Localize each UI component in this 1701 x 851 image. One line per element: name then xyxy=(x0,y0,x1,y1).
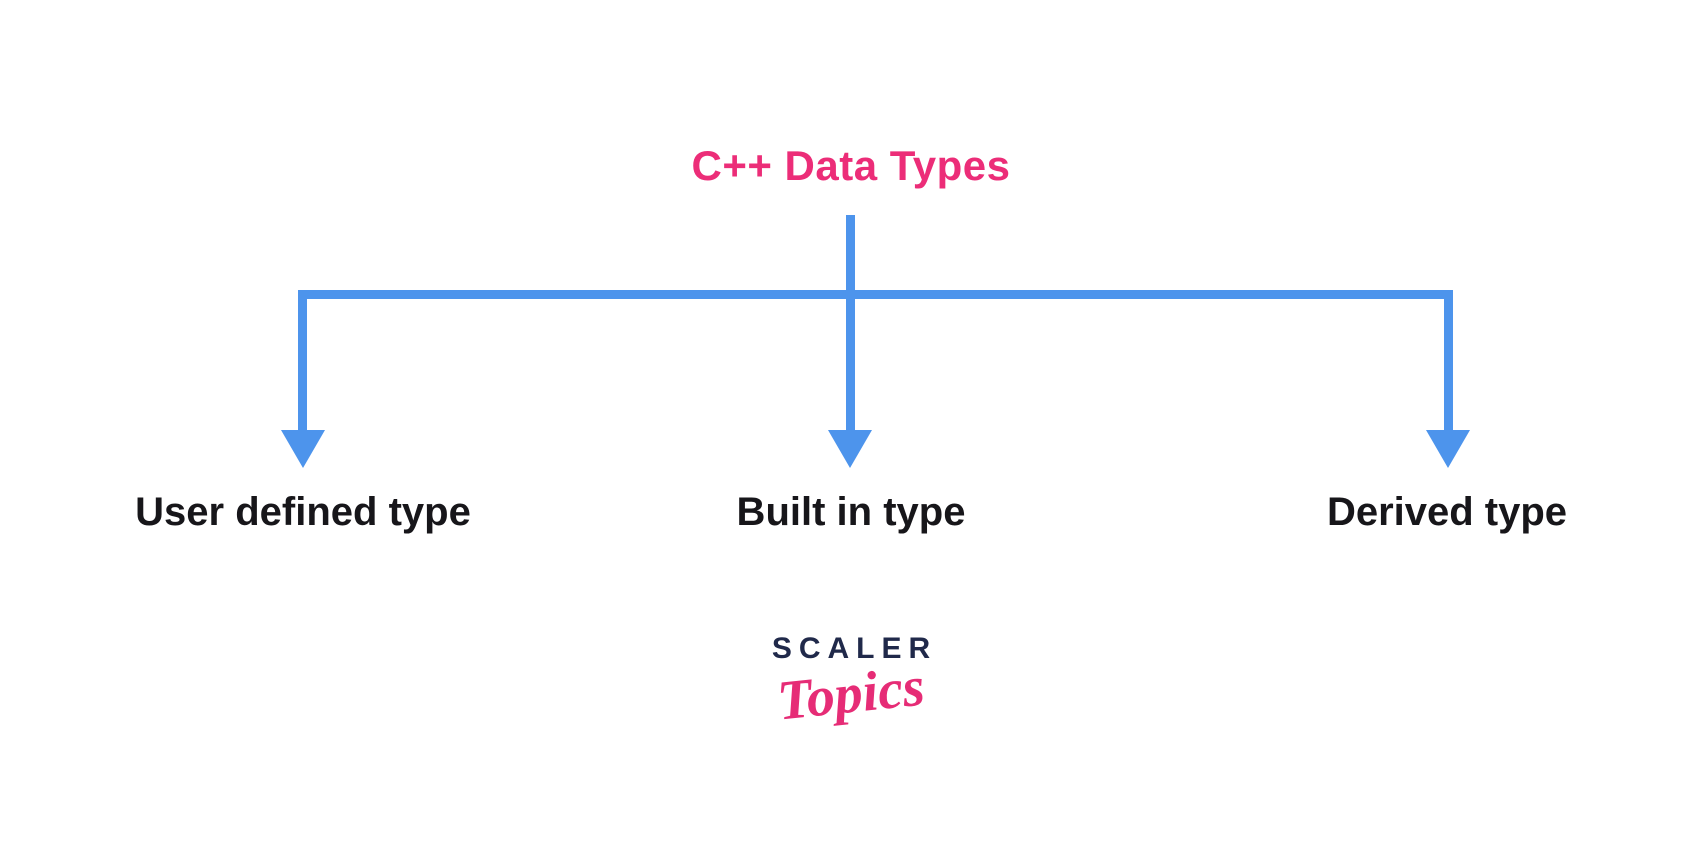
scaler-topics-logo: SCALER Topics xyxy=(741,632,961,733)
logo-wordmark-scaler: SCALER xyxy=(771,632,938,665)
center-stem-line xyxy=(846,215,855,432)
right-branch-line xyxy=(1444,290,1453,432)
node-built-in-type: Built in type xyxy=(736,490,966,534)
node-user-defined-type: User defined type xyxy=(135,490,471,534)
root-node-title: C++ Data Types xyxy=(691,142,1011,189)
center-arrowhead-icon xyxy=(828,430,872,468)
left-branch-line xyxy=(298,290,307,432)
right-arrowhead-icon xyxy=(1426,430,1470,468)
logo-wordmark-topics: Topics xyxy=(774,655,928,733)
horizontal-connector-line xyxy=(298,290,1453,299)
node-derived-type: Derived type xyxy=(1326,490,1568,534)
left-arrowhead-icon xyxy=(281,430,325,468)
